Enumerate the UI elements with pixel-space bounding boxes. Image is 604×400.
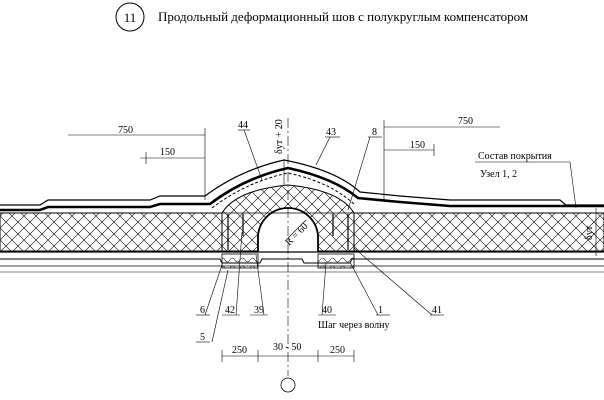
node-number-circle — [115, 2, 145, 32]
callout-5: 5 — [200, 332, 205, 343]
dim-bottom — [221, 350, 355, 362]
callout-43: 43 — [326, 127, 336, 138]
dim-left-750: 750 — [118, 125, 133, 136]
node-number: 11 — [124, 10, 137, 25]
dim-side-thickness — [566, 208, 604, 256]
radius-label: R = 60 — [283, 221, 310, 248]
fasteners — [227, 214, 349, 250]
side-thickness-label: δут — [584, 225, 595, 240]
top-thickness-label: δут + 20 — [274, 119, 285, 154]
dim-bottom-gap: 30 - 50 — [273, 342, 301, 353]
callout-6: 6 — [200, 305, 205, 316]
note-leader-2 — [569, 161, 577, 209]
callout-1: 1 — [378, 305, 383, 316]
insulation-right — [353, 212, 604, 252]
insulation-left — [0, 212, 223, 252]
dim-bottom-left: 250 — [232, 345, 247, 356]
drawing-title: Продольный деформационный шов с полукруг… — [158, 9, 528, 24]
callout-leaders-top — [238, 129, 382, 211]
wool-filler-right — [317, 253, 355, 269]
dim-bottom-right: 250 — [330, 345, 345, 356]
callout-41: 41 — [432, 305, 442, 316]
callout-40: 40 — [322, 305, 332, 316]
callout-8: 8 — [372, 127, 377, 138]
dim-left-150: 150 — [160, 147, 175, 158]
callout-39: 39 — [254, 305, 264, 316]
dim-right — [383, 120, 500, 200]
roof-composition-note: Состав покрытия — [478, 151, 552, 162]
callout-44: 44 — [238, 120, 248, 131]
step-note: Шаг через волну — [318, 320, 389, 331]
dim-right-150: 150 — [410, 140, 425, 151]
node-ref-note: Узел 1, 2 — [480, 169, 517, 180]
axis-bubble — [280, 377, 296, 393]
callout-leaders-bottom — [196, 231, 444, 343]
radius-line — [287, 219, 307, 239]
callout-42: 42 — [225, 305, 235, 316]
profiled-deck — [0, 251, 604, 273]
dim-right-750: 750 — [458, 116, 473, 127]
dim-left — [68, 128, 206, 200]
